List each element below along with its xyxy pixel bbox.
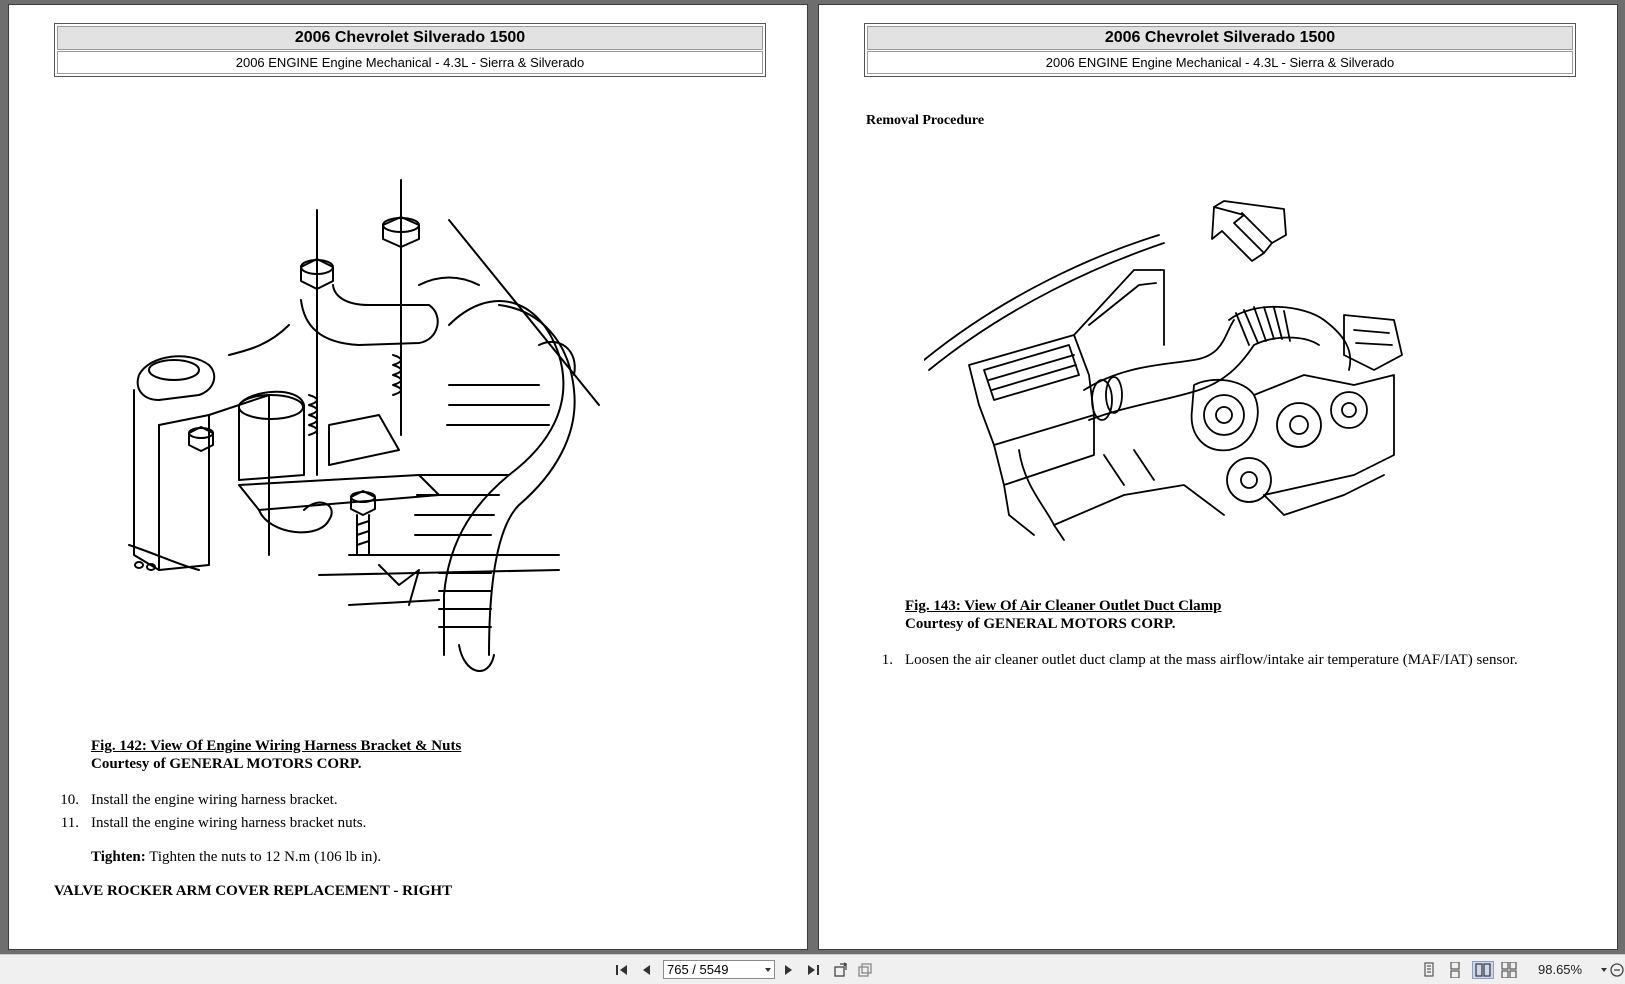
zoom-level[interactable]: 98.65% xyxy=(1538,962,1583,977)
header-subtitle: 2006 ENGINE Engine Mechanical - 4.3L - S… xyxy=(57,51,763,74)
step-text: Install the engine wiring harness bracke… xyxy=(91,792,338,808)
document-page-left: 2006 Chevrolet Silverado 1500 2006 ENGIN… xyxy=(8,4,808,950)
continuous-icon[interactable] xyxy=(1446,961,1464,979)
page-number-field[interactable] xyxy=(663,960,775,979)
navigation-toolbar: 98.65% xyxy=(0,954,1625,984)
list-item: 10. Install the engine wiring harness br… xyxy=(53,791,753,809)
header-title: 2006 Chevrolet Silverado 1500 xyxy=(867,26,1573,50)
first-page-icon[interactable] xyxy=(613,961,631,979)
facing-icon[interactable] xyxy=(1472,961,1494,979)
list-item: 1. Loosen the air cleaner outlet duct cl… xyxy=(867,651,1607,669)
step-number: 10. xyxy=(60,792,79,808)
figure-caption: Fig. 142: View Of Engine Wiring Harness … xyxy=(91,737,461,773)
figure-credit: Courtesy of GENERAL MOTORS CORP. xyxy=(905,616,1176,632)
engine-wiring-harness-illustration xyxy=(119,175,639,695)
step-text: Install the engine wiring harness bracke… xyxy=(91,815,367,831)
step-number: 1. xyxy=(881,652,893,668)
facing-continuous-icon[interactable] xyxy=(1500,961,1518,979)
document-page-right: 2006 Chevrolet Silverado 1500 2006 ENGIN… xyxy=(818,4,1618,950)
zoom-out-icon[interactable] xyxy=(1608,961,1625,979)
page-header: 2006 Chevrolet Silverado 1500 2006 ENGIN… xyxy=(864,23,1576,77)
header-title: 2006 Chevrolet Silverado 1500 xyxy=(57,26,763,50)
page-header: 2006 Chevrolet Silverado 1500 2006 ENGIN… xyxy=(54,23,766,77)
removal-procedure-heading: Removal Procedure xyxy=(866,113,985,128)
tighten-label: Tighten: xyxy=(91,849,146,865)
figure-caption-title[interactable]: Fig. 142: View Of Engine Wiring Harness … xyxy=(91,738,462,754)
step-text: Loosen the air cleaner outlet duct clamp… xyxy=(905,652,1518,668)
tighten-text: Tighten the nuts to 12 N.m (106 lb in). xyxy=(149,849,382,865)
step-number: 11. xyxy=(60,815,79,831)
chevron-down-icon[interactable] xyxy=(765,968,771,972)
tighten-spec: Tighten: Tighten the nuts to 12 N.m (106… xyxy=(91,849,381,866)
rotate-icon[interactable] xyxy=(832,961,850,979)
previous-page-icon[interactable] xyxy=(637,961,655,979)
last-page-icon[interactable] xyxy=(804,961,822,979)
page-number-input[interactable] xyxy=(664,961,759,978)
list-item: 11. Install the engine wiring harness br… xyxy=(53,814,753,832)
section-heading: VALVE ROCKER ARM COVER REPLACEMENT - RIG… xyxy=(54,883,453,899)
figure-caption-title[interactable]: Fig. 143: View Of Air Cleaner Outlet Duc… xyxy=(905,598,1222,614)
header-subtitle: 2006 ENGINE Engine Mechanical - 4.3L - S… xyxy=(867,51,1573,74)
chevron-down-icon[interactable] xyxy=(1601,968,1607,972)
single-page-icon[interactable] xyxy=(1420,961,1438,979)
air-cleaner-duct-illustration xyxy=(924,195,1424,555)
next-page-icon[interactable] xyxy=(780,961,798,979)
figure-credit: Courtesy of GENERAL MOTORS CORP. xyxy=(91,756,362,772)
figure-caption: Fig. 143: View Of Air Cleaner Outlet Duc… xyxy=(905,597,1222,633)
copy-icon[interactable] xyxy=(856,961,874,979)
